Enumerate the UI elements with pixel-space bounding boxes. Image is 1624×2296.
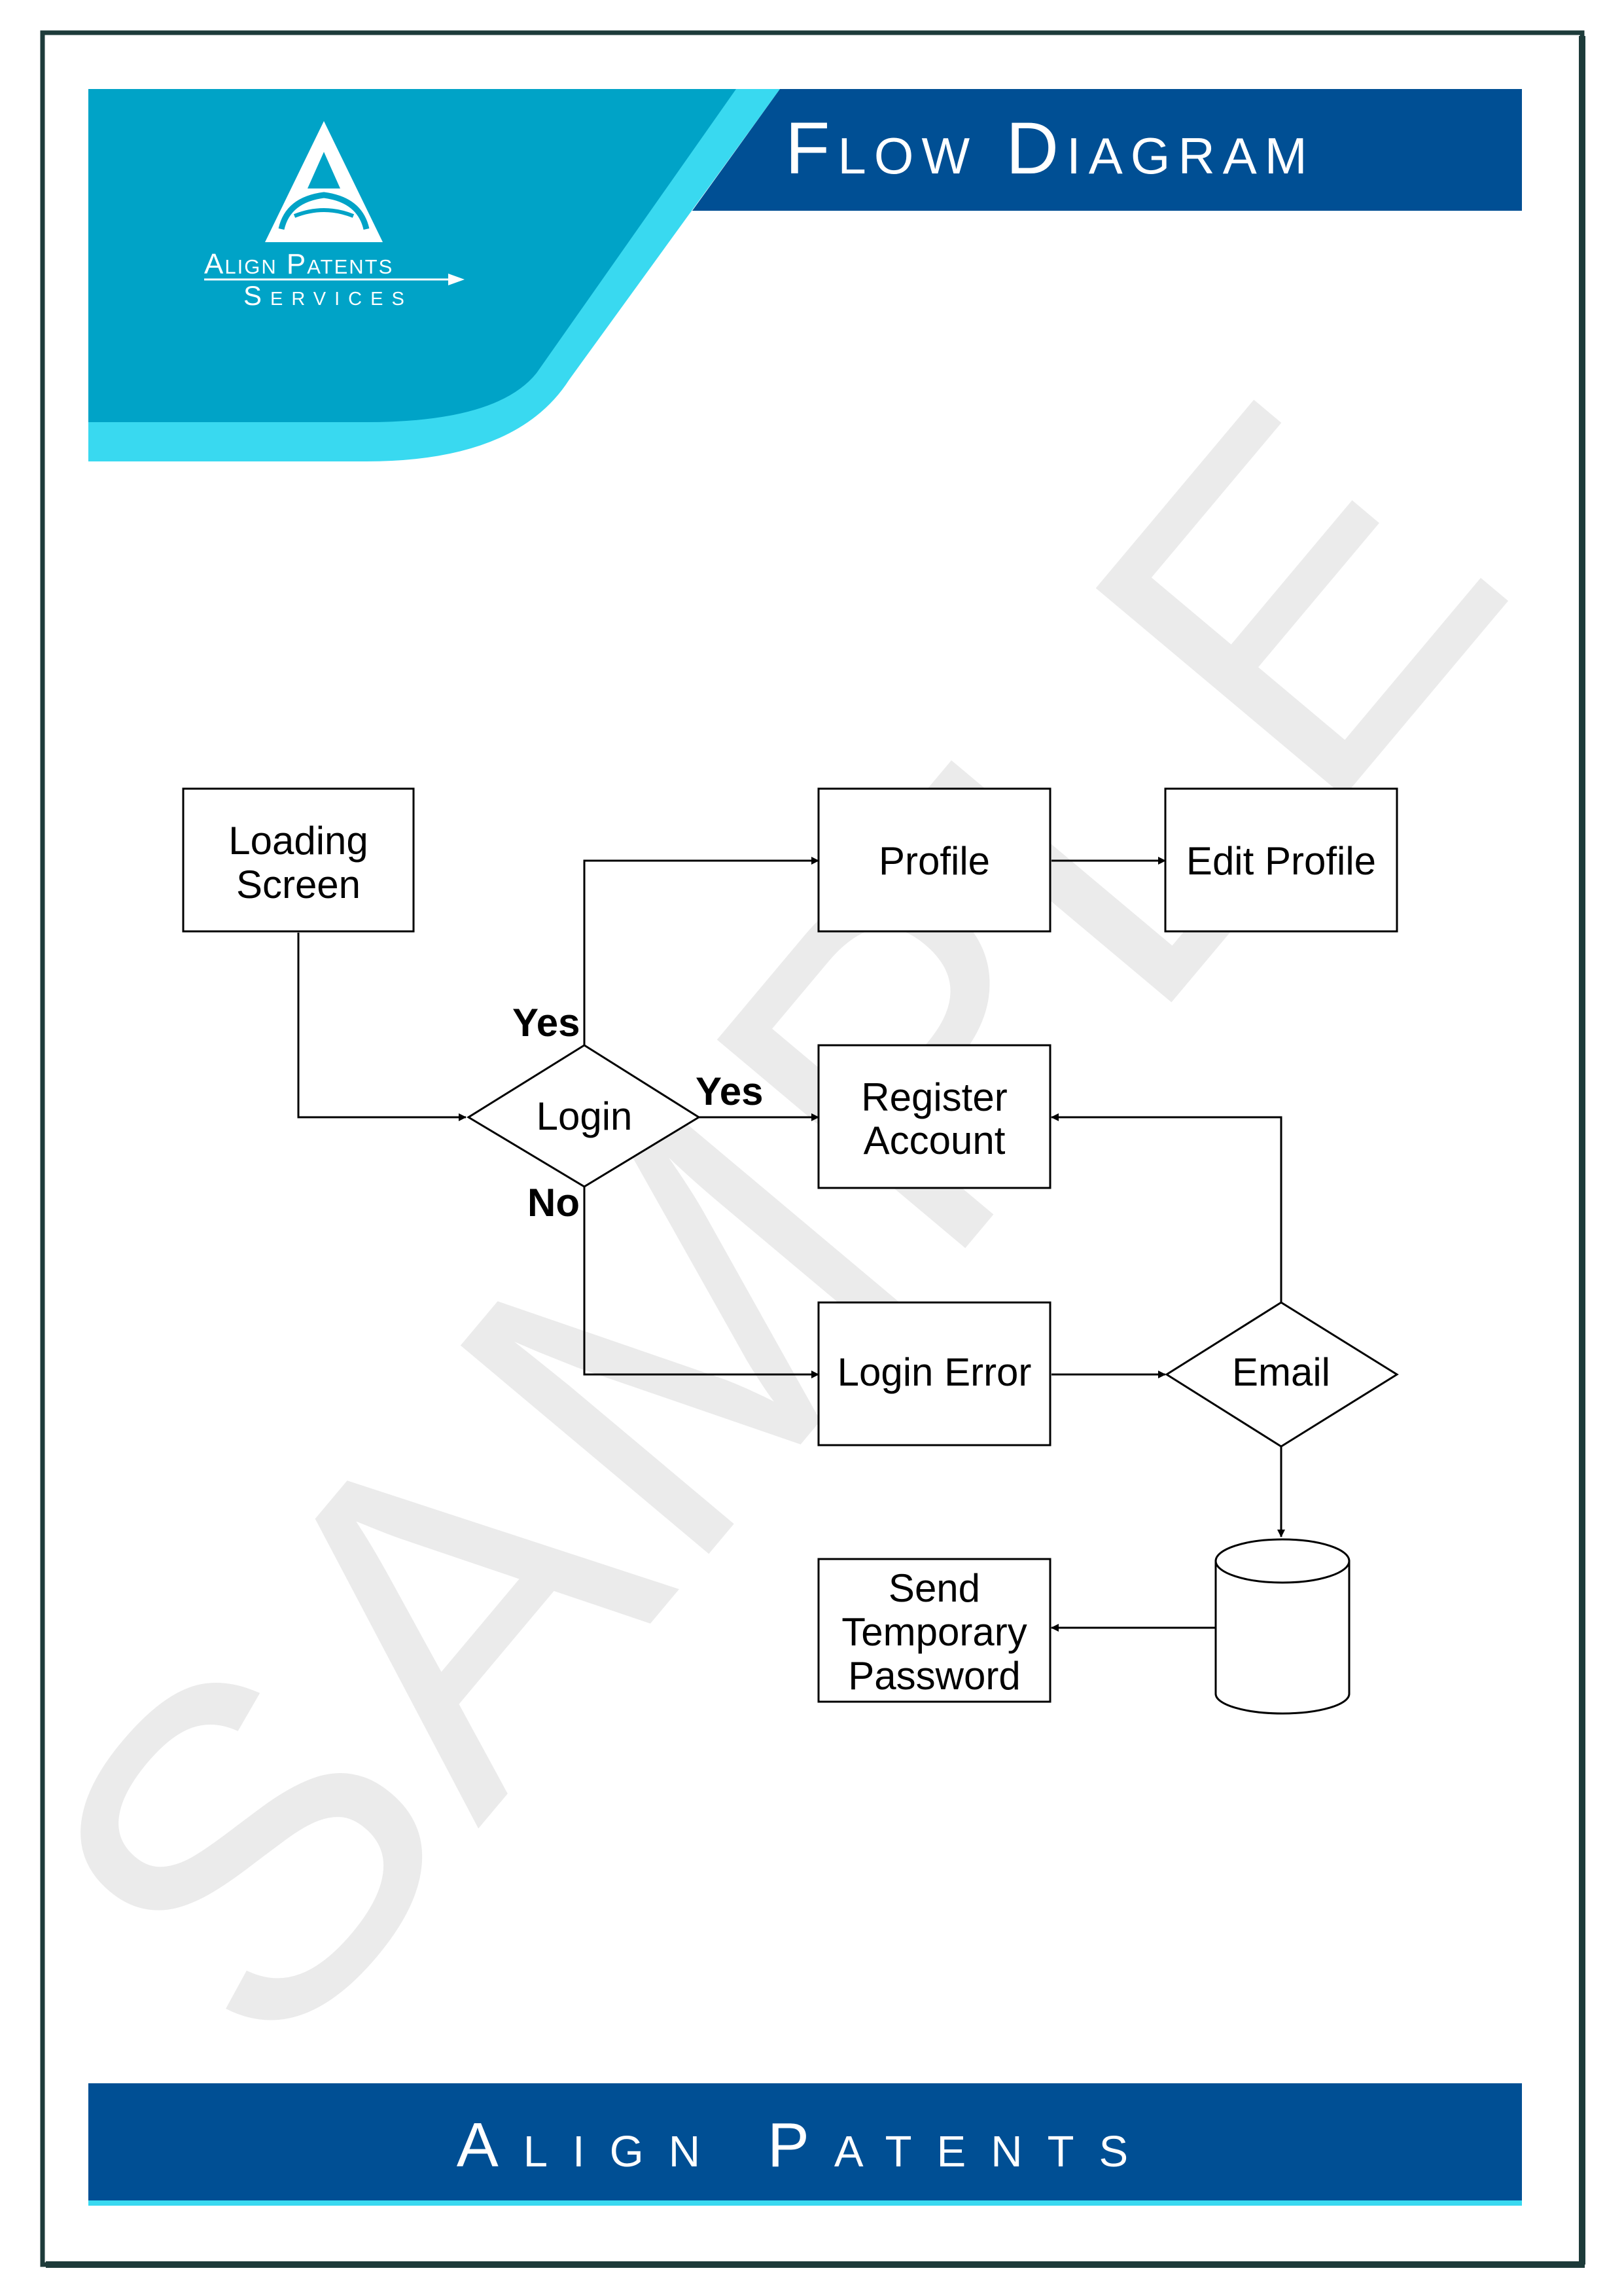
node-send-temporary-password	[817, 1558, 1051, 1703]
branch-yes-top: Yes	[512, 1001, 580, 1045]
watermark: SAMPLE	[0, 306, 1602, 2140]
connector-login-to-profile	[583, 857, 819, 1045]
logo-line2: Services	[243, 280, 413, 311]
connector-email-to-register	[1051, 1113, 1282, 1302]
logo-arrow-icon	[448, 274, 465, 285]
label-loading-screen-line1: Loading	[228, 819, 368, 863]
header-banner	[88, 89, 1522, 461]
label-register-line2: Account	[864, 1119, 1006, 1162]
database-cylinder-icon	[1214, 1538, 1350, 1715]
node-login-error	[817, 1301, 1051, 1446]
connector-loading-to-login	[297, 933, 467, 1121]
node-email-decision	[1165, 1301, 1399, 1448]
page-border	[40, 30, 1585, 2268]
triangle-logo-icon	[265, 121, 383, 242]
shapes	[182, 787, 1399, 1715]
label-password-line2: Temporary	[841, 1610, 1027, 1654]
footer-title: Align Patents	[457, 2110, 1153, 2180]
node-loading-screen	[182, 787, 415, 933]
node-register-account	[817, 1044, 1051, 1189]
branch-no: No	[527, 1181, 580, 1225]
logo-line1: Align Patents	[204, 248, 393, 280]
label-login: Login	[537, 1094, 633, 1138]
branch-labels: Yes Yes No	[512, 1001, 763, 1225]
label-profile: Profile	[879, 839, 990, 883]
node-edit-profile	[1164, 787, 1398, 933]
page-title: Flow Diagram	[785, 107, 1315, 189]
node-profile	[817, 787, 1051, 933]
connectors	[297, 857, 1285, 1632]
label-email: Email	[1232, 1350, 1330, 1394]
label-login-error: Login Error	[838, 1350, 1032, 1394]
label-edit-profile: Edit Profile	[1186, 839, 1376, 883]
footer-banner: Align Patents	[88, 2083, 1522, 2206]
company-logo: Align Patents Services	[204, 121, 465, 311]
label-password-line3: Password	[848, 1654, 1020, 1698]
node-labels: Loading Screen Profile Edit Profile Logi…	[228, 819, 1376, 1698]
connector-login-to-error	[583, 1187, 819, 1378]
branch-yes-right: Yes	[696, 1069, 763, 1113]
label-register-line1: Register	[861, 1075, 1007, 1119]
label-loading-screen-line2: Screen	[236, 863, 361, 906]
label-password-line1: Send	[889, 1566, 980, 1610]
node-login-decision	[467, 1044, 701, 1188]
